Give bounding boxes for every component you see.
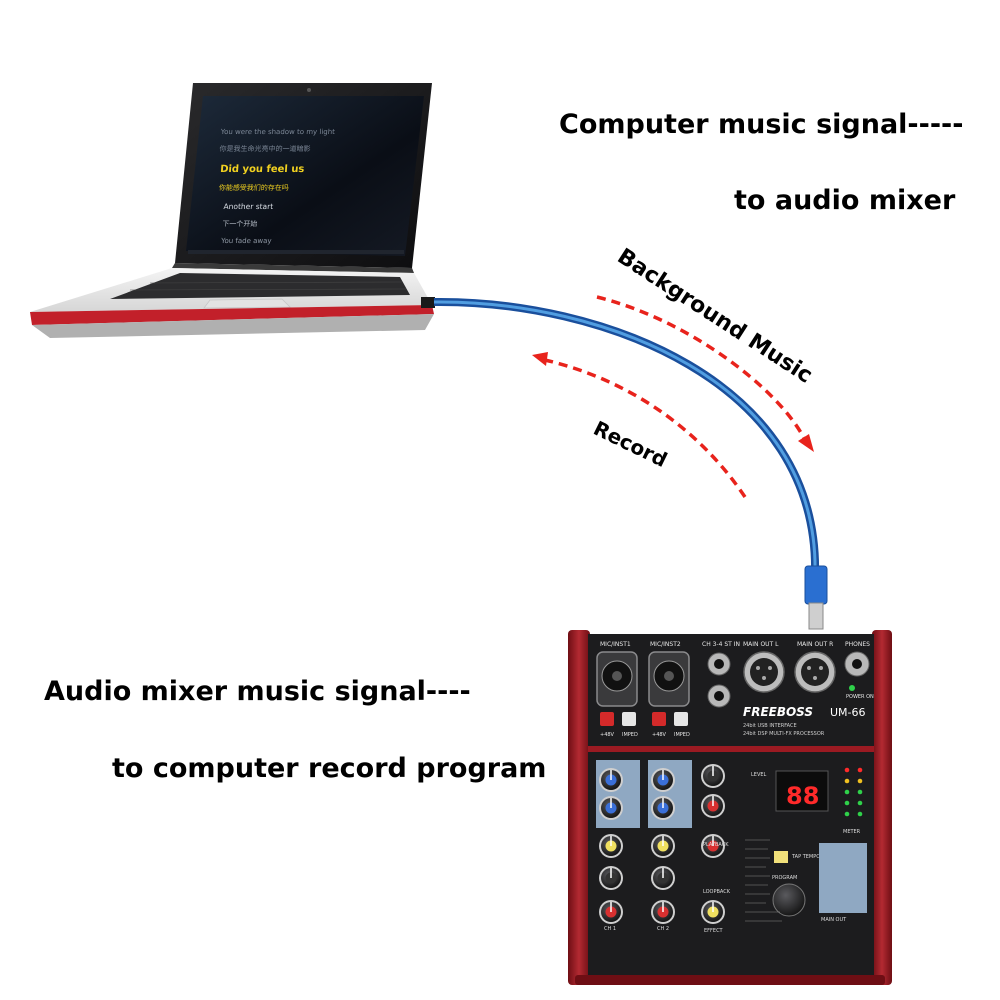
- usb-plug-laptop: [421, 297, 435, 308]
- effect-list: [745, 839, 782, 922]
- plus48v-label-2: +48V: [652, 732, 667, 738]
- computer-caption-line1: Computer music signal-----: [559, 109, 963, 140]
- phantom-switch-2[interactable]: [652, 712, 666, 726]
- main-out-label: MAIN OUT: [821, 917, 847, 923]
- line-jack-l: [707, 652, 731, 676]
- record-arrow: [544, 358, 747, 498]
- laptop-hinge: [172, 263, 414, 273]
- program-knob[interactable]: [772, 883, 806, 917]
- power-label: POWER ON: [846, 694, 874, 700]
- ch2-pan-knob[interactable]: [651, 866, 675, 890]
- mic-inst2-label: MIC/INST2: [650, 641, 681, 648]
- background-music-arrow: [596, 295, 807, 441]
- ch2-label: CH 2: [657, 926, 669, 932]
- program-label: PROGRAM: [772, 875, 797, 881]
- main-out-r-label: MAIN OUT R: [797, 641, 833, 648]
- screen-lyrics: You were the shadow to my light 你是我生命光亮中…: [219, 128, 336, 245]
- background-music-arrowhead: [798, 434, 814, 452]
- tap-tempo-button[interactable]: [774, 851, 788, 863]
- ch34-pan-knob[interactable]: [701, 764, 725, 788]
- lyric-line-2: 你是我生命光亮中的一道暗影: [219, 144, 311, 153]
- usb-plug-metal: [808, 602, 824, 630]
- ch1-high-knob[interactable]: [599, 768, 623, 792]
- imped-label-1: IMPED: [622, 732, 638, 738]
- ch2-fx-knob[interactable]: [651, 834, 675, 858]
- usb-cable-highlight: [433, 300, 817, 576]
- ch34-vol-knob[interactable]: [701, 794, 725, 818]
- tap-tempo-label: TAP TEMPO: [791, 854, 820, 860]
- mixer-model: UM-66: [830, 706, 866, 719]
- ch1-low-knob[interactable]: [599, 796, 623, 820]
- mixer-base: [575, 975, 885, 985]
- mixer-right-side: [872, 630, 892, 985]
- effect-label: EFFECT: [704, 928, 724, 934]
- meter-label: METER: [843, 829, 861, 835]
- ch2-high-knob[interactable]: [651, 768, 675, 792]
- laptop-base-bottom: [32, 314, 434, 338]
- laptop: You were the shadow to my light 你是我生命光亮中…: [30, 83, 435, 338]
- power-led: [849, 685, 855, 691]
- imped-switch-2[interactable]: [674, 712, 688, 726]
- laptop-red-edge: [30, 305, 434, 325]
- combo-jack-2: [648, 651, 690, 707]
- ch1-eq-panel: [596, 760, 640, 828]
- line-jack-r: [707, 684, 731, 708]
- mixer-red-stripe: [588, 746, 874, 752]
- mixer-caption-line1: Audio mixer music signal----: [44, 676, 471, 707]
- ch2-vol-knob[interactable]: [651, 900, 675, 924]
- webcam-icon: [307, 88, 311, 92]
- mixer-caption-line2: to computer record program: [112, 753, 546, 784]
- ch34-label: CH 3-4 ST IN: [702, 641, 740, 648]
- record-label: Record: [590, 416, 671, 472]
- main-out-l-label: MAIN OUT L: [743, 641, 779, 648]
- main-out-l-jack: [743, 651, 785, 693]
- mixer-brand: FREEBOSS: [743, 705, 813, 719]
- ch1-label: CH 1: [604, 926, 616, 932]
- playback-label: PLAYBACK: [703, 842, 729, 848]
- plus48v-label-1: +48V: [600, 732, 615, 738]
- ch2-eq-panel: [648, 760, 692, 828]
- main-out-panel: [819, 843, 867, 913]
- mic-inst1-label: MIC/INST1: [600, 641, 631, 648]
- ch1-fx-knob[interactable]: [599, 834, 623, 858]
- ch2-low-knob[interactable]: [651, 796, 675, 820]
- phones-label: PHONES: [845, 641, 870, 648]
- imped-switch-1[interactable]: [622, 712, 636, 726]
- background-music-label: Background Music: [613, 244, 817, 389]
- level-label: LEVEL: [751, 772, 767, 778]
- combo-jack-1: [596, 651, 638, 707]
- laptop-screen: [186, 96, 424, 256]
- lyric-line-4: 你能感受我们的存在吗: [219, 183, 290, 192]
- computer-caption-line2: to audio mixer: [734, 185, 956, 216]
- record-arrowhead: [532, 352, 548, 366]
- ch1-vol-knob[interactable]: [599, 900, 623, 924]
- fx-display-value: 88: [786, 782, 819, 810]
- laptop-touchpad: [203, 298, 291, 309]
- phones-jack: [844, 651, 870, 677]
- ch1-pan-knob[interactable]: [599, 866, 623, 890]
- lyric-line-7: You fade away: [220, 237, 272, 245]
- laptop-keyboard: [110, 273, 410, 299]
- playback-vol-knob[interactable]: [701, 834, 725, 858]
- audio-mixer: MIC/INST1 MIC/INST2 CH 3-4 ST IN MAIN OU…: [568, 630, 892, 985]
- imped-label-2: IMPED: [674, 732, 690, 738]
- effect-knob[interactable]: [701, 900, 725, 924]
- screen-taskbar: [188, 250, 404, 254]
- fx-display: [775, 770, 829, 812]
- lyric-line-5: Another start: [223, 202, 273, 211]
- lyric-line-1: You were the shadow to my light: [219, 128, 335, 136]
- keyboard-keys: [129, 281, 407, 291]
- main-out-r-jack: [794, 651, 836, 693]
- loopback-label: LOOPBACK: [703, 889, 731, 895]
- phantom-switch-1[interactable]: [600, 712, 614, 726]
- lyric-line-6: 下一个开始: [222, 219, 258, 228]
- mixer-spec-1: 24bit USB INTERFACE: [743, 723, 797, 729]
- level-meter: [844, 767, 863, 817]
- lyric-line-3: Did you feel us: [220, 164, 305, 175]
- mixer-spec-2: 24bit DSP MULTI-FX PROCESSOR: [743, 731, 825, 737]
- usb-plug-mixer: [804, 565, 828, 605]
- mixer-left-side: [568, 630, 590, 985]
